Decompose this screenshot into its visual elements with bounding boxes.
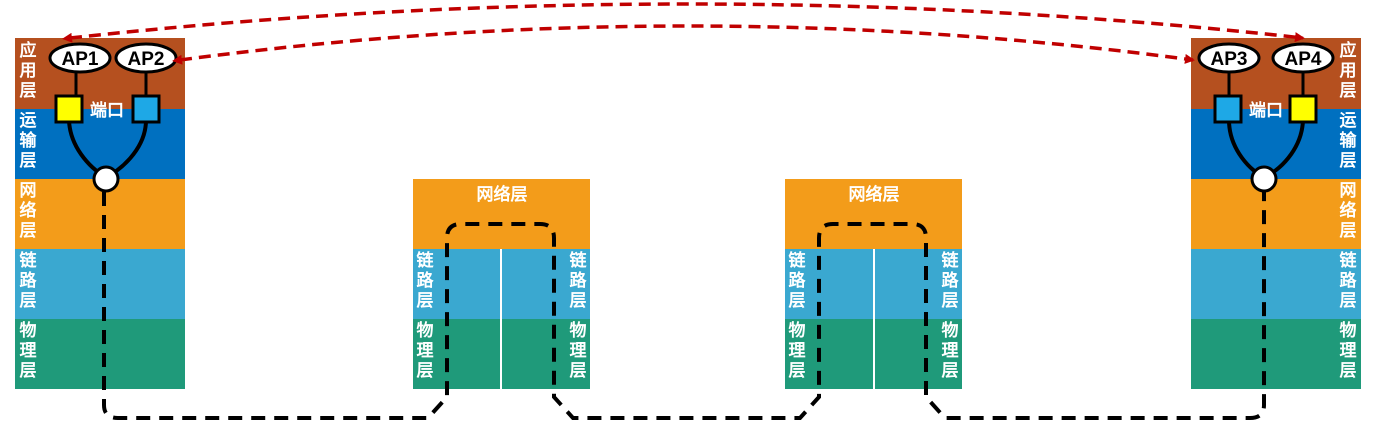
router1-phys-right-label: 物理层	[570, 320, 587, 380]
router1-network-label: 网络层	[477, 184, 528, 204]
router1-phys-left-label: 物理层	[417, 320, 434, 380]
left-transport-label: 运输层	[20, 111, 38, 170]
right-port-label: 端口	[1249, 100, 1283, 120]
data-path-dashed	[102, 192, 1266, 420]
ap1-label: AP1	[62, 49, 99, 70]
port-blue-right	[1213, 94, 1243, 124]
router2-network-layer	[785, 179, 962, 249]
right-physical-layer	[1191, 319, 1361, 389]
router2-link-left-label: 链路层	[789, 250, 807, 310]
left-host-stack: 应用层 运输层 网络层 链路层 物理层 AP1 AP2 端口	[15, 38, 185, 389]
port-blue-left	[131, 94, 161, 124]
right-network-label: 网络层	[1340, 181, 1357, 240]
ap2-ap3-logical-link	[172, 24, 1195, 65]
right-link-layer	[1191, 249, 1361, 319]
left-physical-label: 物理层	[20, 320, 37, 380]
left-link-label: 链路层	[20, 250, 38, 310]
right-network-layer	[1191, 179, 1361, 249]
left-network-label: 网络层	[20, 181, 37, 240]
router-2-stack: 网络层 链路层 链路层 物理层 物理层	[785, 179, 962, 389]
right-host-stack: 应用层 运输层 网络层 链路层 物理层 AP3 AP4 端口	[1191, 38, 1361, 389]
ap3-process-oval	[1197, 42, 1261, 74]
left-port-label: 端口	[90, 100, 124, 120]
left-physical-layer	[15, 319, 185, 389]
router1-link-right-label: 链路层	[570, 250, 588, 310]
router2-link-right-label: 链路层	[942, 250, 960, 310]
ap4-label: AP4	[1285, 49, 1322, 70]
ap3-label: AP3	[1211, 49, 1248, 70]
right-transport-label: 运输层	[1340, 111, 1358, 170]
right-multiplex-node	[1250, 165, 1278, 193]
right-physical-label: 物理层	[1340, 320, 1357, 380]
port-yellow-right	[1288, 94, 1318, 124]
left-link-layer	[15, 249, 185, 319]
router2-phys-left-label: 物理层	[789, 320, 806, 380]
ap2-label: AP2	[128, 49, 165, 70]
port-yellow-left	[54, 94, 84, 124]
left-application-label: 应用层	[20, 40, 37, 100]
router2-network-label: 网络层	[849, 184, 900, 204]
right-application-label: 应用层	[1340, 40, 1357, 100]
ap1-process-oval	[48, 42, 112, 74]
router1-network-layer	[413, 179, 590, 249]
ap1-ap4-logical-link	[62, 2, 1305, 43]
router1-link-left-label: 链路层	[417, 250, 435, 310]
router2-phys-right-label: 物理层	[942, 320, 959, 380]
left-multiplex-node	[92, 165, 120, 193]
router-1-stack: 网络层 链路层 链路层 物理层 物理层	[413, 179, 590, 389]
ap4-process-oval	[1271, 42, 1335, 74]
right-link-label: 链路层	[1340, 250, 1358, 310]
